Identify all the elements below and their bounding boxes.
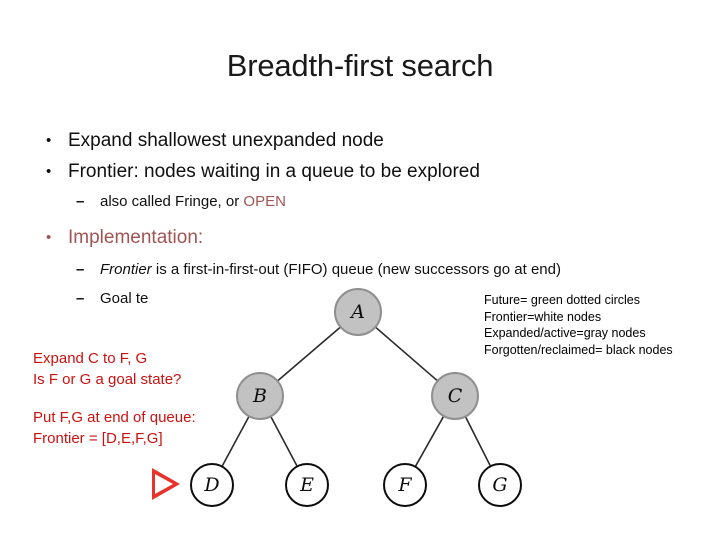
sub-bullet-fringe: – also called Fringe, or OPEN: [30, 189, 690, 214]
sub-bullet-fifo: – Frontier is a first-in-first-out (FIFO…: [30, 257, 690, 282]
sub-bullet-italic-frontier: Frontier: [100, 261, 152, 278]
implementation-label: Implementation: [68, 227, 198, 248]
annotation-block: Expand C to F, G Is F or G a goal state?…: [33, 348, 196, 449]
tree-edge-a-b: [276, 326, 342, 382]
tree-edge-b-d: [221, 415, 250, 467]
tree-node-label: E: [300, 474, 314, 496]
annotation-line-frontier-queue: Frontier = [D,E,F,G]: [33, 430, 163, 447]
bullet-dot-icon: •: [46, 163, 52, 180]
bullet-dash-icon: –: [76, 261, 85, 278]
tree-edge-a-c: [374, 326, 439, 382]
annotation-line-expand: Expand C to F, G: [33, 350, 148, 367]
implementation-colon: :: [197, 227, 204, 248]
tree-node-label: F: [398, 474, 412, 496]
body-outline: • Expand shallowest unexpanded node • Fr…: [30, 125, 690, 311]
tree-edge-b-e: [270, 415, 298, 467]
sub-bullet-accent-open: OPEN: [243, 193, 286, 210]
sub-bullet-text: also called Fringe, or: [100, 193, 244, 210]
annotation-line-goal-question: Is F or G a goal state?: [33, 371, 182, 388]
legend-line-frontier: Frontier=white nodes: [484, 309, 602, 324]
tree-node-d: D: [190, 463, 234, 507]
tree-node-label: B: [253, 385, 267, 407]
legend-line-future: Future= green dotted circles: [484, 293, 640, 307]
annotation-line-put-queue: Put F,G at end of queue:: [33, 409, 196, 426]
tree-edge-c-f: [414, 415, 445, 468]
bullet-dash-icon: –: [76, 193, 85, 210]
bullet-item-implementation: • Implementation:: [30, 222, 690, 253]
sub-bullet-goal-test: – Goal te: [30, 286, 690, 311]
page-title: Breadth-first search: [226, 48, 494, 83]
tree-node-label: G: [492, 474, 508, 496]
legend-line-expanded: Expanded/active=gray nodes: [484, 326, 646, 340]
bullet-text: Frontier: nodes waiting in a queue to be…: [68, 161, 480, 182]
tree-node-e: E: [285, 463, 329, 507]
sub-bullet-text: is a first-in-first-out (FIFO) queue (ne…: [151, 261, 561, 278]
bullet-item-frontier: • Frontier: nodes waiting in a queue to …: [30, 156, 690, 187]
tree-node-b: B: [236, 372, 284, 420]
annotation-spacer: [33, 390, 196, 407]
play-triangle-icon: [152, 468, 180, 500]
tree-node-g: G: [478, 463, 522, 507]
tree-edge-c-g: [464, 416, 492, 467]
tree-node-label: D: [204, 474, 220, 496]
tree-node-a: A: [334, 288, 382, 336]
bullet-item-expand: • Expand shallowest unexpanded node: [30, 125, 690, 156]
sub-bullet-text: Goal te: [100, 290, 149, 307]
tree-node-c: C: [431, 372, 479, 420]
bullet-dot-icon: •: [46, 132, 52, 149]
tree-node-f: F: [383, 463, 427, 507]
bullet-dot-icon: •: [46, 229, 52, 246]
bullet-dash-icon: –: [76, 290, 85, 307]
legend-line-forgotten: Forgotten/reclaimed= black nodes: [484, 342, 673, 357]
tree-node-label: C: [447, 385, 463, 407]
legend-block: Future= green dotted circles Frontier=wh…: [484, 292, 673, 358]
tree-node-label: A: [351, 301, 365, 323]
bullet-text: Expand shallowest unexpanded node: [68, 130, 384, 151]
